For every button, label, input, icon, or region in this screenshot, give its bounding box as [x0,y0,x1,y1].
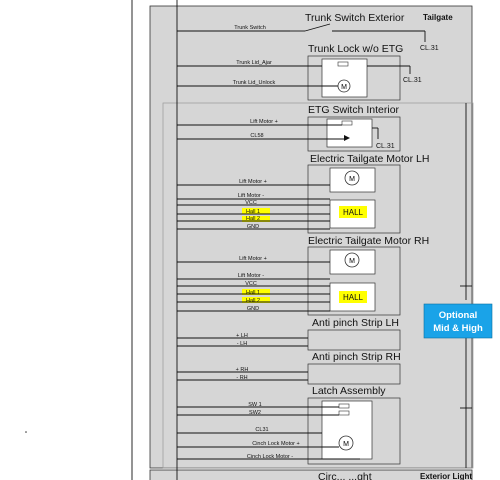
etm-rh-hall-label: HALL [343,293,364,302]
trunk-lock-switch-icon [337,61,349,67]
latch-sw1-icon [338,403,350,409]
hall2-lh-highlight [242,216,270,222]
trunk-switch-exterior-title: Trunk Switch Exterior [305,12,405,24]
sig-sw1: SW 1 [248,402,261,408]
sig-lift-motor-minus-rh: Lift Motor - [238,273,264,279]
etm-lh-hall-label: HALL [343,208,364,217]
etm-rh-title: Electric Tailgate Motor RH [308,235,429,247]
trunk-lock-title: Trunk Lock w/o ETG [308,43,403,55]
sig-gnd-lh: GND [247,224,259,230]
hall1-rh-highlight [242,289,270,295]
sig-hall2-rh: Hall 2 [246,298,260,304]
motor-m-label-3: M [349,258,355,265]
tailgate-label: Tailgate [423,13,453,22]
etm-rh-motor-icon [344,252,360,268]
hall1-lh-highlight [242,208,270,214]
exterior-light-panel [149,469,473,480]
sig-plus-lh: + LH [236,333,248,339]
motor-m-label-2: M [349,176,355,183]
anti-pinch-rh-title: Anti pinch Strip RH [312,351,401,363]
sig-lift-motor-plus-rh: Lift Motor + [239,256,267,262]
exterior-light-label: Exterior Light [420,472,472,480]
optional-label: Optional [439,310,478,321]
etm-lh-title: Electric Tailgate Motor LH [310,153,429,165]
sig-hall2-lh: Hall 2 [246,216,260,222]
optional-badge [423,303,493,339]
sig-minus-rh: - RH [236,375,247,381]
sig-minus-lh: - LH [237,341,247,347]
motor-m-label-4: M [343,441,349,448]
anti-pinch-lh-title: Anti pinch Strip LH [312,317,399,329]
anti-pinch-lh-box [307,329,401,351]
bottom-partial-title: Circ... ...ght [318,471,372,480]
sig-cl31: CL31 [255,427,268,433]
sig-trunk-switch: Trunk Switch [234,25,266,31]
sig-trunk-lid-unlock: Trunk Lid_Unlock [233,80,276,86]
hall2-rh-highlight [242,297,270,303]
cl31-label-3: CL.31 [376,143,395,150]
switch-symbol-blade [304,23,331,32]
sig-vcc-lh: VCC [245,200,257,206]
etg-switch-icon [341,120,353,126]
latch-assembly-title: Latch Assembly [312,385,386,397]
sig-gnd-rh: GND [247,306,259,312]
etm-lh-hall-highlight [339,206,367,218]
sig-trunk-lid-ajar: Trunk Lid_Ajar [236,60,272,66]
sig-cl58: CL58 [250,133,263,139]
cl31-label-1: CL.31 [420,45,439,52]
stray-mark [25,431,27,433]
etg-led-icon [344,135,350,141]
cinch-lock-motor-icon [338,435,354,451]
sig-hall1-rh: Hall 1 [246,290,260,296]
sig-lift-motor-minus-lh: Lift Motor - [238,193,264,199]
etm-rh-hall-highlight [339,291,367,303]
anti-pinch-rh-box [307,363,401,385]
motor-m-label-1: M [341,84,347,91]
cl31-label-2: CL.31 [403,77,422,84]
etg-switch-interior-title: ETG Switch Interior [308,104,400,116]
sig-cinch-plus: Cinch Lock Motor + [252,441,300,447]
latch-sw2-icon [338,410,350,416]
sig-lift-motor-plus-1: Lift Motor + [250,119,278,125]
sig-lift-motor-plus-lh: Lift Motor + [239,179,267,185]
sig-sw2: SW2 [249,410,261,416]
sig-vcc-rh: VCC [245,281,257,287]
optional-sublabel: Mid & High [433,323,483,334]
optional-frame [162,102,474,469]
sig-hall1-lh: Hall 1 [246,209,260,215]
sig-plus-rh: + RH [236,367,249,373]
etm-lh-motor-icon [344,170,360,186]
sig-cinch-minus: Cinch Lock Motor - [247,454,293,460]
